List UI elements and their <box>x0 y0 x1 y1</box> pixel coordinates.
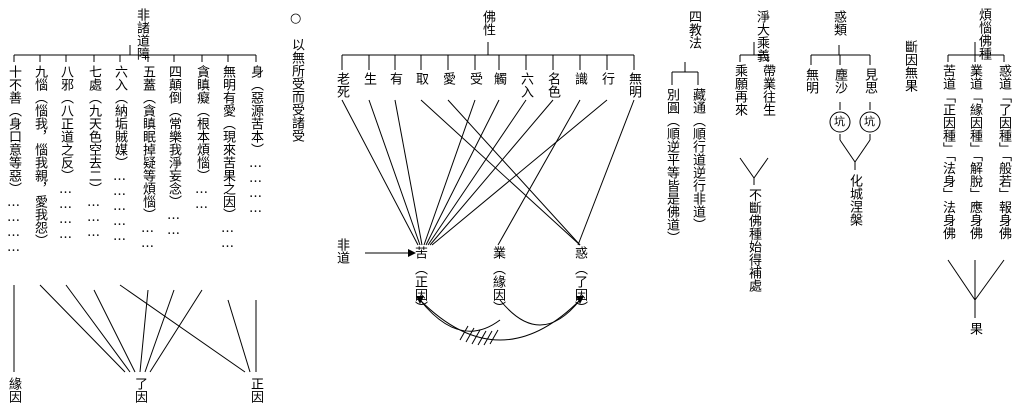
label-yuanyin: 緣因 <box>6 377 21 403</box>
link-item: 受 <box>467 72 482 85</box>
panel7-guo: 果 <box>967 322 982 335</box>
panel6-title: 惑類 <box>831 10 846 36</box>
panel5-daiye: 帶業往生 <box>760 64 775 116</box>
keng-icon: 坑 <box>834 115 845 128</box>
panel6-result: 化城涅槃 <box>847 174 862 226</box>
panel1-item: 十不善（身口意等惡）………… <box>6 65 21 255</box>
panel1-title: 非諸道障 <box>134 8 149 60</box>
label-ye-note: （緣因） <box>490 262 505 314</box>
panel6-duan: 斷因無果 <box>902 40 917 92</box>
panel1-item: 貪瞋癡（根本煩惱）…… <box>194 65 209 212</box>
panel1-item: 四顛倒（常樂我淨妄念）…… <box>166 65 181 238</box>
link-item: 名色 <box>545 72 560 98</box>
panel5-result: 不斷佛種始得補處 <box>746 188 761 292</box>
panel7-title: 煩惱佛種 <box>976 8 991 60</box>
link-item: 觸 <box>491 72 506 85</box>
panel6-wuming: 無明 <box>803 68 818 94</box>
keng-icon: 坑 <box>864 115 875 128</box>
panel1-item: 五蓋（貪瞋眠掉疑等煩惱）…… <box>140 65 155 251</box>
label-huo: 惑 <box>572 246 587 259</box>
panel6-jiansi: 見思 <box>862 68 877 94</box>
panel6-chensha: 塵沙 <box>832 68 847 94</box>
panel4-cangtong: 藏通（順行道逆行非道） <box>690 88 705 231</box>
link-item: 取 <box>413 72 428 85</box>
panel5-chengyuan: 乘願再來 <box>732 64 747 116</box>
label-ku: 苦 <box>412 246 427 259</box>
label-zhengyin: 正因 <box>248 377 263 403</box>
panel1-item: 身（惡源苦本）………… <box>248 65 263 216</box>
link-item: 行 <box>599 72 614 85</box>
link-item: 六入 <box>518 72 533 98</box>
panel4-bieyuan: 別圓（順逆平等皆是佛道） <box>664 88 679 244</box>
label-feidao: 非道 <box>334 238 349 264</box>
link-item: 老死 <box>334 72 349 98</box>
panel5-title: 淨大乘義 <box>754 10 769 62</box>
link-item: 識 <box>572 72 587 85</box>
link-item: 無明 <box>626 72 641 98</box>
panel1-item: 七處（九天色空去二）……… <box>86 65 101 240</box>
label-huo-note: （了因） <box>572 262 587 314</box>
panel1-item: 無明有愛（現來苦果之因）…… <box>220 65 235 251</box>
link-item: 有 <box>387 72 402 85</box>
panel4-title: 四教法 <box>686 10 701 49</box>
label-liaoyin: 了因 <box>132 377 147 403</box>
panel7-kudao: 苦道「正因種」「法身」法身佛 <box>940 64 955 240</box>
panel1-item: 八邪（八正道之反）………… <box>58 65 73 242</box>
panel7-huodao: 惑道「了因種」「般若」報身佛 <box>996 64 1011 240</box>
circle-mark: ○ <box>290 11 302 26</box>
panel1-item: 六入（納垢賊媒）…………… <box>112 65 127 244</box>
panel3-title: 佛性 <box>480 10 495 36</box>
link-item: 生 <box>361 72 376 85</box>
label-ye: 業 <box>490 246 505 259</box>
panel7-yedao: 業道「緣因種」「解脫」應身佛 <box>967 64 982 240</box>
panel1-item: 九惱（惱我，惱我親，愛我怨） <box>32 65 47 247</box>
label-ku-note: （正因） <box>412 262 427 314</box>
link-item: 愛 <box>440 72 455 85</box>
panel2-note: 以無所受而受諸受 <box>289 38 304 142</box>
